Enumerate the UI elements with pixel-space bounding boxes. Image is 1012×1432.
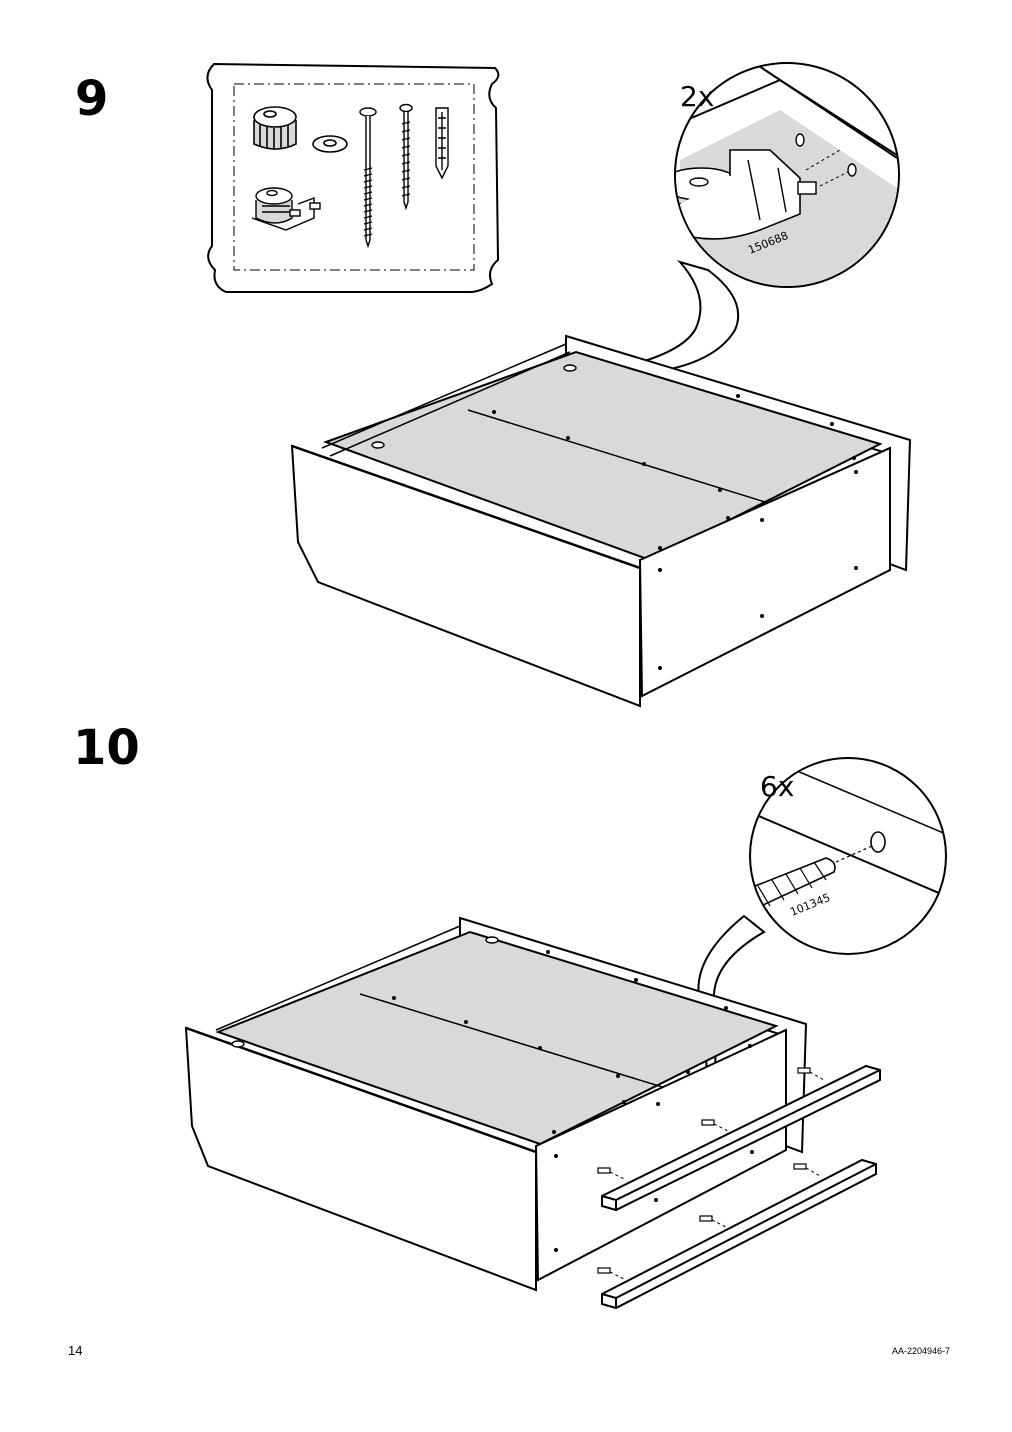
washer-part bbox=[312, 135, 348, 153]
step-10-number: 10 bbox=[73, 720, 140, 776]
page-number: 14 bbox=[68, 1343, 83, 1358]
dowels bbox=[597, 1067, 811, 1274]
long-screw-part bbox=[359, 107, 377, 249]
foot-quantity-label: 2x bbox=[680, 80, 714, 113]
dowel-quantity-label: 6x bbox=[760, 770, 794, 803]
adjustable-foot-part bbox=[251, 187, 321, 231]
cap-part bbox=[253, 106, 297, 150]
step-9-illustration: 150688 2x bbox=[206, 62, 912, 708]
drawer-step10 bbox=[184, 916, 881, 1310]
screw-part bbox=[399, 103, 413, 211]
document-code: AA-2204946-7 bbox=[891, 1346, 950, 1356]
dowel-callout-circle: 101345 bbox=[749, 757, 947, 955]
rail-lower bbox=[601, 1158, 877, 1310]
rail-upper bbox=[601, 1064, 881, 1212]
step-10-illustration: 101345 6x bbox=[184, 757, 947, 1310]
wall-plug-part bbox=[435, 107, 449, 180]
step-9-number: 9 bbox=[75, 71, 109, 127]
drawer-step9 bbox=[290, 334, 912, 708]
foot-callout-circle: 150688 bbox=[674, 62, 900, 288]
parts-bag bbox=[206, 62, 500, 293]
